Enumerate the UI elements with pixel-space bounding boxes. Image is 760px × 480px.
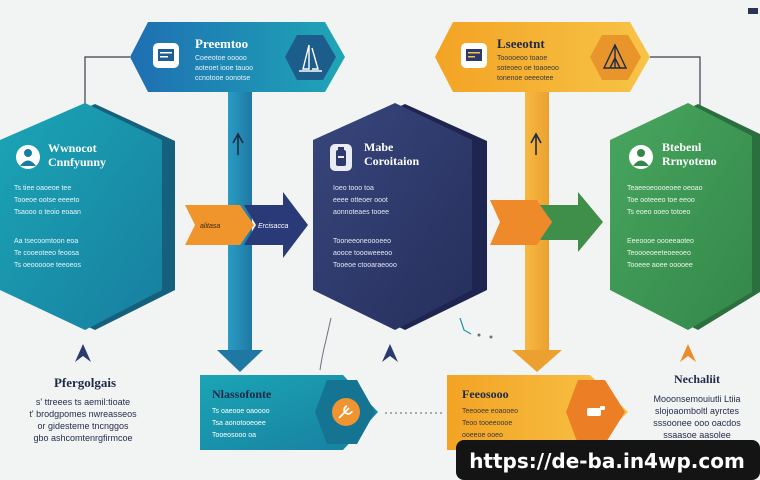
corner-mark — [748, 8, 758, 14]
sailboat-icon — [299, 44, 322, 72]
connector-line — [319, 317, 332, 371]
top-banner-left: Preemtoo Coeeotoe ooooo aoteoet iooe tau… — [130, 22, 345, 92]
hexagon-middle: Mabe Coroitaion Ioeo tooo toa eeee otteo… — [313, 103, 487, 330]
decor-dot — [489, 335, 493, 339]
bottom-right-block: Nechaliit Mooonsemouiutli Ltiia slojoaom… — [653, 372, 741, 440]
banner-title: Lseeotnt — [497, 36, 545, 51]
hexagon-line: Tooeee aoee ooooee — [627, 262, 693, 269]
arrow-up-icon — [232, 132, 244, 155]
arrow-left-navy: Ercisacca — [244, 192, 308, 258]
tools-icon — [332, 398, 360, 426]
hexagon-line: Ts tiee oaoeoe tee — [14, 185, 71, 192]
block-line: ssaasoe aasolee — [663, 430, 731, 440]
panel-line: Tsa aonotooeoee — [212, 420, 266, 427]
connector-line-right — [650, 56, 701, 108]
hexagon-line: Ts eoeo ooeo totoeo — [627, 209, 691, 216]
hexagon-line: Tsaooo o teoio eoaan — [14, 209, 81, 216]
watermark: https://de-ba.in4wp.com — [456, 440, 760, 480]
panel-line: Teeooee eoaooeo — [462, 408, 518, 415]
arrow-label: Ercisacca — [258, 223, 288, 230]
arrow-right-orange — [490, 200, 552, 245]
hexagon-line: eeee otteoer ooot — [333, 197, 388, 204]
arrow-up-icon — [530, 132, 542, 155]
banner-line: soteoeo oe toaoeoo — [497, 65, 559, 72]
decor-dot — [477, 333, 481, 337]
arrow-label: alitasa — [200, 223, 220, 230]
hexagon-line: aooce toooweeeoo — [333, 250, 392, 257]
panel-line: Tooeosooo oa — [212, 432, 256, 439]
bottom-panel-orange: Feeosooo Teeooee eoaooeo Teoo tooeeoooe … — [447, 375, 628, 450]
hexagon-line: aonnoteaes tooee — [333, 209, 389, 216]
top-banner-right: Lseeotnt Tooooeoo toaoe soteoeo oe toaoe… — [435, 22, 650, 92]
hexagon-left: Wwnocot Cnnfyunny Ts tiee oaoeoe tee Too… — [0, 103, 175, 330]
hexagon-line: Teoooeoeeteoeeoeo — [627, 250, 691, 257]
arrow-left-orange: alitasa — [185, 205, 254, 245]
person-icon — [16, 145, 40, 169]
hexagon-line: Toe ooteeeo toe eeoo — [627, 197, 695, 204]
hexagon-line: Te cooeoteeo feoosa — [14, 250, 79, 257]
block-line: sssoonee ooo oacdos — [653, 418, 741, 428]
banner-line: aoteoet iooe tauoo — [195, 65, 253, 72]
card-icon — [461, 43, 487, 68]
person-icon — [629, 145, 653, 169]
bottle-icon — [330, 144, 352, 171]
chevron-up-icon — [382, 344, 398, 362]
panel-title: Nlassofonte — [212, 387, 272, 401]
hexagon-right: Btebenl Rrnyoteno Teaeeoeoooeoee oeoao T… — [610, 103, 760, 330]
hexagon-line: Tooeoe ootse eeeeto — [14, 197, 79, 204]
bottom-panel-teal: Nlassofonte Ts oaeooe oaoooo Tsa aonotoo… — [200, 375, 378, 450]
hexagon-line: Tooeoe ctooaraeooo — [333, 262, 397, 269]
hexagon-line: Ioeo tooo toa — [333, 185, 374, 192]
block-line: gbo ashcomtenrgfirmcoe — [33, 433, 132, 443]
hexagon-line: Aa tsecoomtoon eoa — [14, 238, 78, 245]
chevron-up-icon — [75, 344, 91, 362]
block-line: slojoaomboltl ayrctes — [655, 406, 740, 416]
block-title: Nechaliit — [674, 372, 720, 386]
block-line: or gidesteme tncnggos — [37, 421, 129, 431]
block-line: s' ttreees ts aemil:tioate — [36, 397, 130, 407]
panel-line: ooeeoe ooeo — [462, 432, 503, 439]
connector-line — [459, 317, 472, 335]
banner-title: Preemtoo — [195, 36, 248, 51]
hexagon-line: Ts oeoooooe teeoeos — [14, 262, 81, 269]
hexagon-title: Btebenl — [662, 140, 702, 154]
banner-line: ccnotooe oonotse — [195, 75, 250, 82]
block-title: Pfergolgais — [54, 375, 116, 390]
hexagon-line: Eeeoooe oooeeaoteo — [627, 238, 694, 245]
hexagon-title: Mabe — [364, 140, 394, 154]
hexagon-line: Tooneeoneoooeeo — [333, 238, 391, 245]
hexagon-line: Teaeeoeoooeoee oeoao — [627, 185, 703, 192]
connector-line-left — [84, 56, 130, 108]
panel-line: Ts oaeooe oaoooo — [212, 408, 270, 415]
bottom-left-block: Pfergolgais s' ttreees ts aemil:tioate t… — [29, 375, 137, 443]
block-line: t' brodgpomes nwreasseos — [29, 409, 137, 419]
hand-icon — [587, 406, 605, 416]
document-icon — [153, 43, 179, 68]
hexagon-title: Cnnfyunny — [48, 155, 106, 169]
panel-line: Teoo tooeeoooe — [462, 420, 512, 427]
arrow-right-green — [540, 192, 603, 252]
chevron-up-icon — [680, 344, 696, 362]
panel-title: Feeosooo — [462, 387, 509, 401]
hexagon-title: Rrnyoteno — [662, 154, 717, 168]
banner-badge — [285, 35, 336, 80]
hexagon-title: Wwnocot — [48, 141, 97, 155]
watermark-text: https://de-ba.in4wp.com — [469, 449, 745, 473]
tent-icon — [602, 43, 628, 69]
banner-line: tonenoe oeeeotee — [497, 75, 554, 82]
block-line: Mooonsemouiutli Ltiia — [653, 394, 740, 404]
hexagon-title: Coroitaion — [364, 154, 419, 168]
banner-line: Coeeotoe ooooo — [195, 55, 247, 62]
banner-line: Tooooeoo toaoe — [497, 55, 547, 62]
